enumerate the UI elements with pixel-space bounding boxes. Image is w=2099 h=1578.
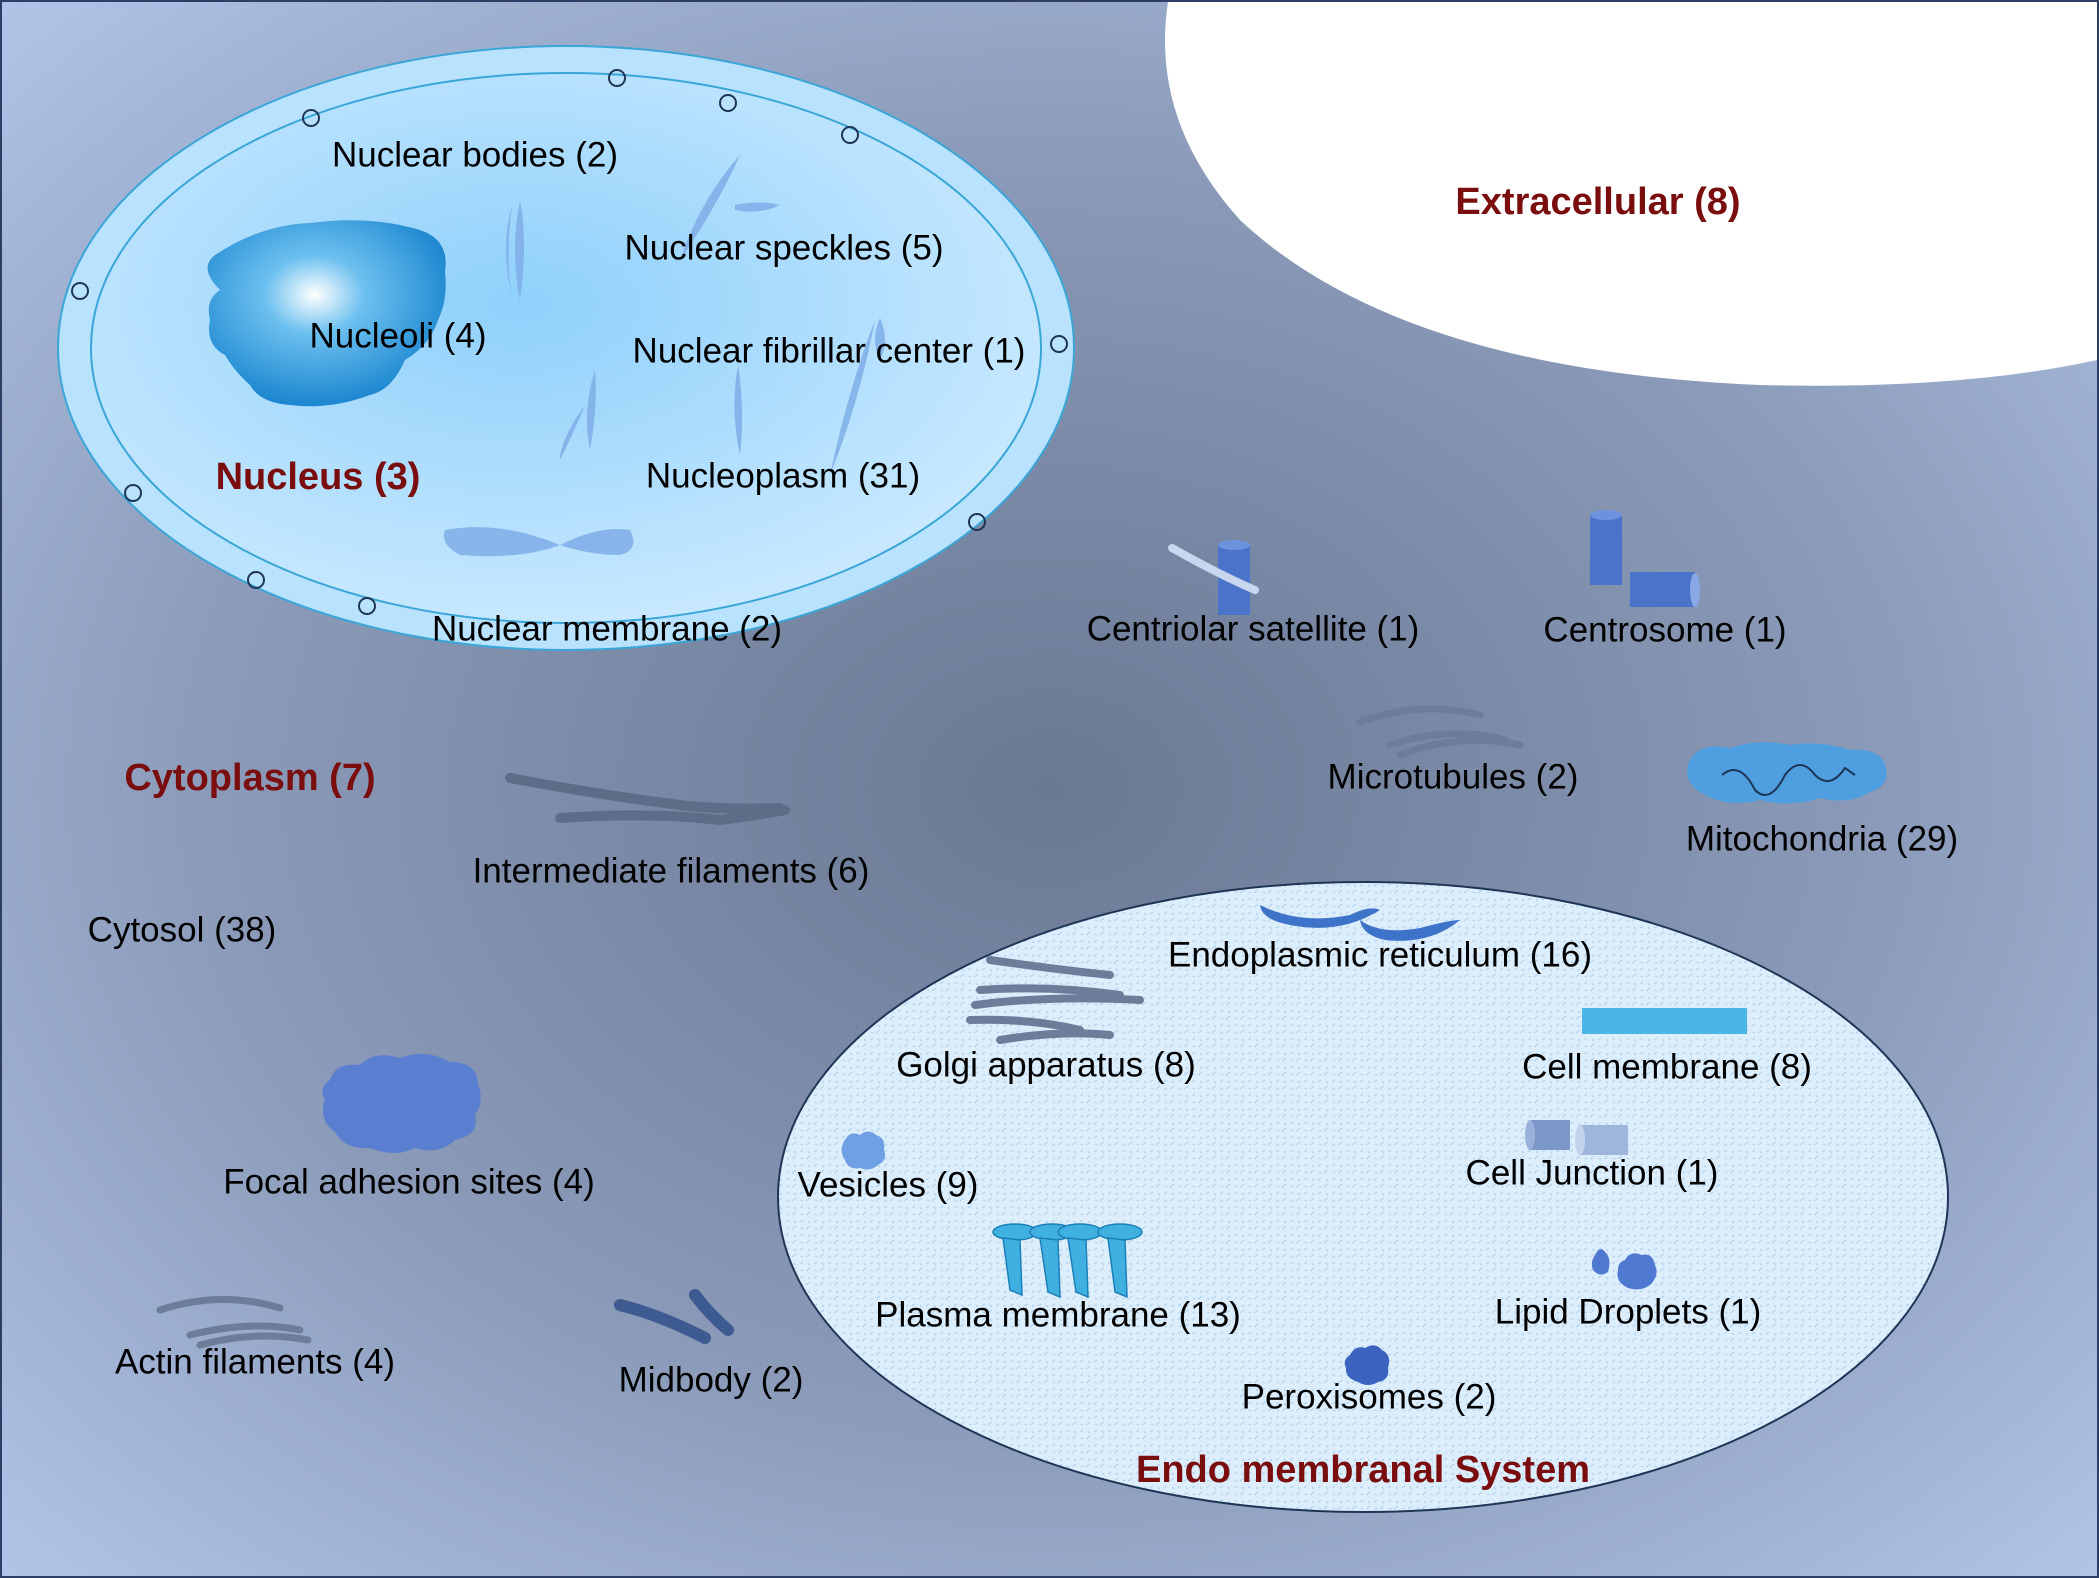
centriolar-satellite-label: Centriolar satellite (1) xyxy=(1086,609,1420,649)
nuclear-bodies-label: Nuclear bodies (2) xyxy=(332,135,618,175)
microtubules-label: Microtubules (2) xyxy=(1327,757,1579,797)
intermediate-filaments-label: Intermediate filaments (6) xyxy=(472,851,870,891)
nuclear-pore-icon xyxy=(71,69,1068,615)
nuclear-fibrillar-center-label: Nuclear fibrillar center (1) xyxy=(632,331,1026,371)
vesicle-icon xyxy=(841,1131,886,1170)
nucleoli-label: Nucleoli (4) xyxy=(309,316,487,356)
nucleus-heading: Nucleus (3) xyxy=(215,456,421,498)
extracellular-region xyxy=(1165,2,2097,386)
vesicles-label: Vesicles (9) xyxy=(797,1165,979,1205)
nucleoplasm-label: Nucleoplasm (31) xyxy=(645,456,921,496)
nucleus xyxy=(57,45,1075,651)
midbody-icon xyxy=(614,1289,734,1344)
endomembrane-heading: Endo membranal System xyxy=(1135,1449,1591,1491)
nuclear-speckles-label: Nuclear speckles (5) xyxy=(624,228,944,268)
actin-filaments-label: Actin filaments (4) xyxy=(114,1342,396,1382)
centrosome-label: Centrosome (1) xyxy=(1543,610,1787,650)
filament-icon xyxy=(505,773,790,826)
er-icon xyxy=(1260,905,1460,941)
cytoplasm-heading: Cytoplasm (7) xyxy=(124,757,376,799)
midbody-label: Midbody (2) xyxy=(618,1360,804,1400)
extracellular-heading: Extracellular (8) xyxy=(1455,181,1741,223)
microtubule-icon xyxy=(1356,705,1524,759)
peroxisomes-label: Peroxisomes (2) xyxy=(1241,1377,1497,1417)
centrosome-icon xyxy=(1590,510,1700,607)
chromosome-icon xyxy=(444,155,885,557)
centriole-icon xyxy=(1168,540,1259,615)
focal-adhesion-icon xyxy=(322,1053,481,1153)
mitochondria-label: Mitochondria (29) xyxy=(1685,819,1959,859)
cell-membrane-label: Cell membrane (8) xyxy=(1522,1047,1812,1087)
nucleolus-icon xyxy=(207,220,446,407)
cell-membrane-icon xyxy=(1582,1008,1747,1034)
endoplasmic-reticulum-label: Endoplasmic reticulum (16) xyxy=(1167,935,1593,975)
actin-icon xyxy=(156,1296,312,1349)
peroxisome-icon xyxy=(1344,1345,1390,1385)
mitochondrion-icon xyxy=(1687,742,1887,804)
plasma-membrane-label: Plasma membrane (13) xyxy=(875,1295,1241,1335)
cytosol-label: Cytosol (38) xyxy=(87,910,277,950)
golgi-apparatus-label: Golgi apparatus (8) xyxy=(896,1045,1196,1085)
cell-junction-icon xyxy=(1525,1120,1628,1155)
endomembrane-system xyxy=(777,881,1949,1513)
focal-adhesion-sites-label: Focal adhesion sites (4) xyxy=(223,1162,595,1202)
lipid-droplets-label: Lipid Droplets (1) xyxy=(1494,1292,1762,1332)
golgi-icon xyxy=(966,956,1144,1044)
plasma-membrane-protein-icon xyxy=(992,1223,1143,1299)
lipid-droplet-icon xyxy=(1591,1249,1657,1290)
nuclear-membrane-label: Nuclear membrane (2) xyxy=(431,609,783,649)
cell-junction-label: Cell Junction (1) xyxy=(1465,1153,1719,1193)
